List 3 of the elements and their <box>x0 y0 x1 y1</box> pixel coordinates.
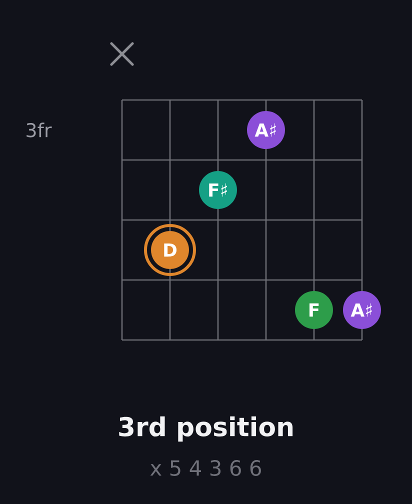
title: 3rd position <box>119 416 293 442</box>
fret-number: 3fr <box>26 122 52 138</box>
fingering-text: x 5 4 3 6 6 <box>150 460 261 476</box>
